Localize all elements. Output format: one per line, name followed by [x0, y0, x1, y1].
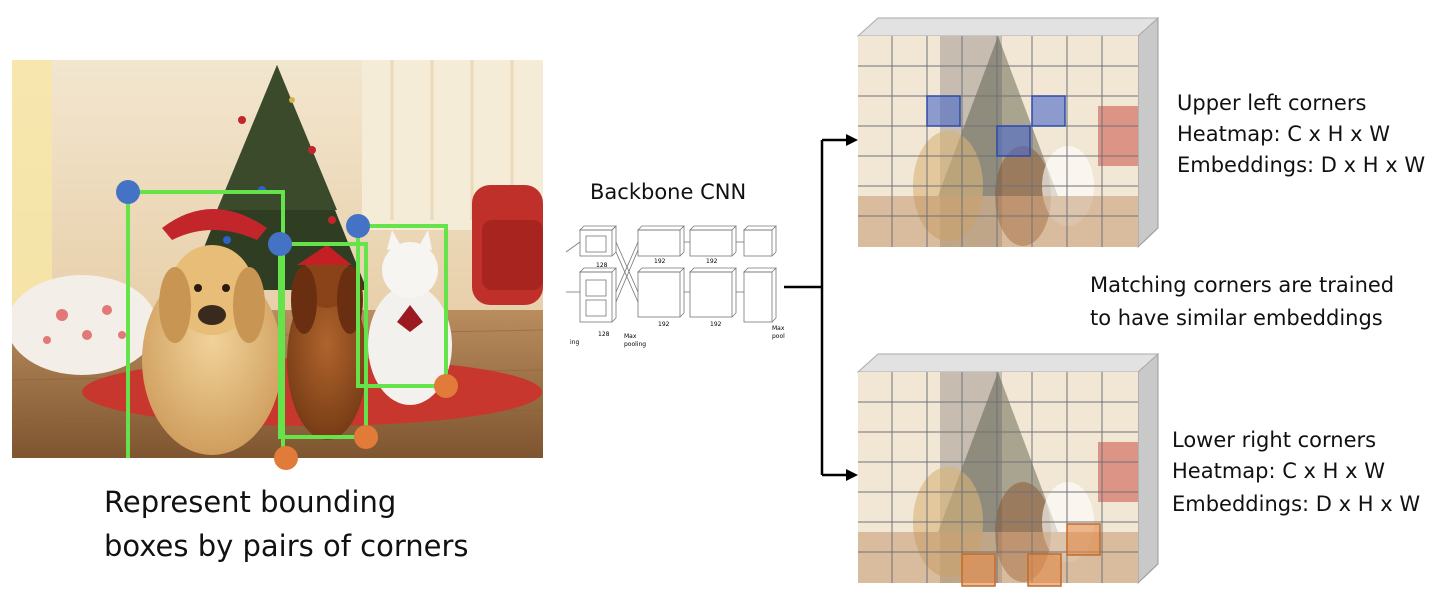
- arrow-head-bottom-icon: [846, 469, 858, 481]
- corner-upper-left-1: [116, 180, 140, 204]
- cnn-label-3: 192: [706, 258, 718, 265]
- cnn-label-2: 192: [654, 258, 666, 265]
- cnn-label-4: 128: [598, 331, 610, 338]
- corner-lower-right-1: [274, 446, 298, 470]
- caption-line-2: boxes by pairs of corners: [104, 529, 469, 563]
- arrow-head-top-icon: [846, 134, 858, 146]
- golden-retriever-icon: [142, 209, 282, 455]
- top-map-heatmap: Heatmap: C x H x W: [1177, 122, 1390, 146]
- top-map-title: Upper left corners: [1177, 91, 1367, 115]
- bounding-box-overlay: [116, 180, 458, 458]
- corner-lower-right-3: [434, 374, 458, 398]
- cnn-diagram: 128 192 192 128 192 192 Max pooling Max …: [565, 225, 785, 348]
- backbone-title: Backbone CNN: [590, 180, 747, 204]
- branch-arrows: [784, 134, 858, 481]
- top-map-embeddings: Embeddings: D x H x W: [1177, 153, 1426, 177]
- cnn-label-11: ing: [570, 339, 579, 346]
- corner-lower-right-2: [354, 425, 378, 449]
- cnn-label-8: pooling: [624, 341, 646, 348]
- cnn-label-9: Max: [772, 325, 785, 332]
- bbox-golden-retriever: [126, 190, 285, 458]
- cnn-label-1: 128: [596, 262, 608, 269]
- feature-map-upper-left: [856, 16, 1160, 249]
- pillow-icon: [12, 275, 157, 375]
- matching-line-1: Matching corners are trained: [1090, 273, 1395, 297]
- heat-cell-orange-1: [1066, 523, 1101, 556]
- heat-cell-orange-3: [1027, 553, 1062, 587]
- armchair-icon: [472, 185, 543, 305]
- cnn-label-7: Max: [624, 333, 637, 340]
- matching-line-2: to have similar embeddings: [1090, 306, 1383, 330]
- cnn-label-10: pool: [772, 333, 785, 340]
- photo-scene: [12, 60, 543, 458]
- caption-line-1: Represent bounding: [104, 485, 397, 519]
- bbox-white-cat: [356, 224, 448, 388]
- bottom-map-heatmap: Heatmap: C x H x W: [1172, 459, 1385, 483]
- cnn-label-6: 192: [710, 321, 722, 328]
- heat-cell-blue-1: [926, 95, 961, 127]
- cnn-label-5: 192: [658, 321, 670, 328]
- corner-upper-left-3: [346, 214, 370, 238]
- corner-upper-left-2: [268, 232, 292, 256]
- bottom-map-embeddings: Embeddings: D x H x W: [1172, 492, 1421, 516]
- white-cat-icon: [368, 230, 452, 405]
- heat-cell-blue-2: [1031, 95, 1066, 127]
- feature-map-lower-right: [856, 352, 1160, 587]
- bbox-spaniel: [278, 242, 368, 439]
- heat-cell-blue-3: [996, 125, 1031, 157]
- heat-cell-orange-2: [961, 553, 996, 587]
- bottom-map-title: Lower right corners: [1172, 428, 1377, 452]
- input-photo: [12, 60, 543, 458]
